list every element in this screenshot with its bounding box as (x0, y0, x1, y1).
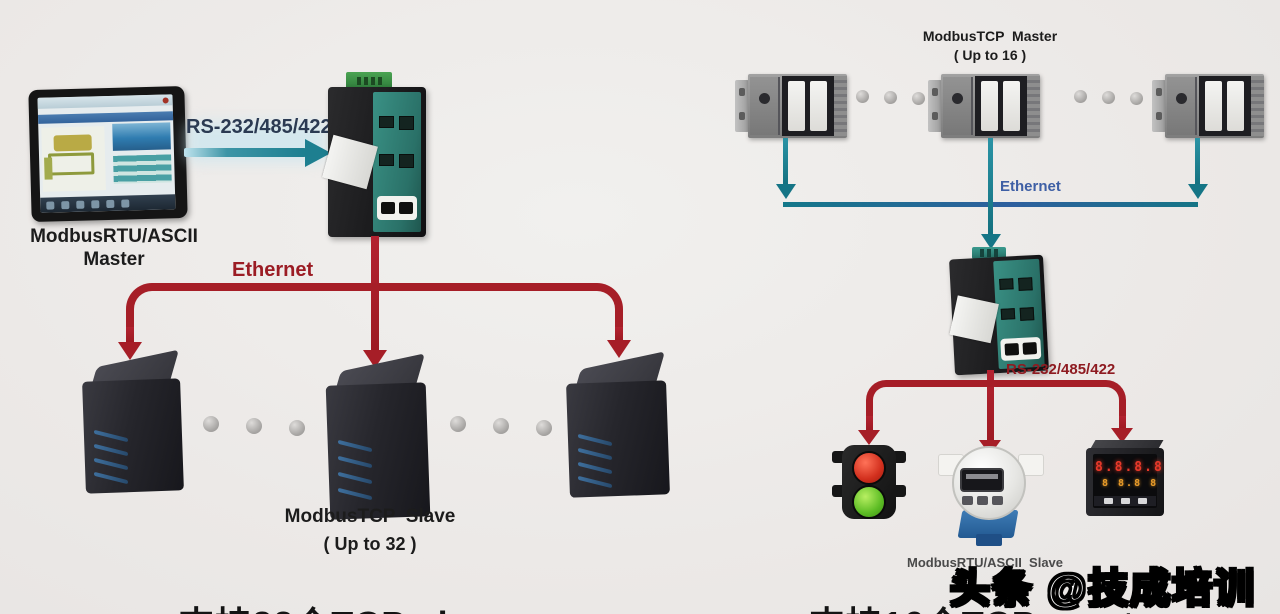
panel-meter: 8.8.8.8 8 8.8 8 (1086, 440, 1166, 520)
serial-port (379, 116, 394, 128)
slave-title-right: ModbusRTU/ASCII Slave (906, 555, 1064, 570)
hmi-tablet (28, 85, 188, 223)
caption-right: 支持16个TCP master (760, 596, 1220, 614)
red-line-vertical-center (371, 236, 379, 352)
panel-meter-buttons (1094, 496, 1156, 506)
ellipsis-dot (450, 416, 466, 432)
serial-arrow-shaft (184, 148, 306, 157)
ellipsis-dot (493, 418, 509, 434)
red-line-vertical-center-right (987, 370, 994, 444)
serial-port (999, 278, 1014, 290)
gateway-front-panel (373, 92, 421, 232)
ellipsis-dot (884, 91, 897, 104)
ellipsis-dot (856, 90, 869, 103)
transmitter-foot (976, 534, 1002, 546)
red-arrow-right (607, 340, 631, 358)
teal-line-left (783, 138, 788, 186)
gateway-label-sticker (949, 295, 999, 344)
serial-port (399, 116, 414, 130)
serial-port (1000, 308, 1016, 320)
modbus-gateway-left (322, 87, 426, 237)
teal-line-right (1195, 138, 1200, 186)
teal-arrow-right (1188, 184, 1208, 199)
gateway-label-sticker (322, 134, 378, 190)
hmi-screen (37, 94, 176, 213)
serial-link-label-right: RS-232/485/422 (1006, 361, 1116, 378)
hmi-device-label-line2: Master (83, 249, 145, 270)
serial-port (1019, 307, 1035, 321)
transmitter-display (960, 468, 1004, 492)
teal-arrow-center (981, 234, 1001, 249)
serial-port (1018, 277, 1033, 291)
teal-arrow-left (776, 184, 796, 199)
hmi-device-label-line1: ModbusRTU/ASCII (30, 226, 198, 247)
red-serial-bracket (866, 380, 1126, 418)
hmi-taskbar (40, 194, 176, 213)
red-ethernet-bracket (126, 283, 623, 329)
red-line-stub-right (615, 327, 623, 341)
server-tower-1 (82, 349, 184, 494)
plc-master-1 (735, 74, 847, 138)
red-lamp (852, 451, 886, 485)
watermark-text: 头条 @技成培训 (949, 566, 1257, 612)
ethernet-ports (377, 196, 417, 220)
caption-left: 支持32个TCP slave (110, 596, 580, 614)
hmi-titlebar (37, 94, 173, 109)
red-arrow-panel-meter (1111, 428, 1133, 443)
ellipsis-dot (1130, 92, 1143, 105)
plc-master-2 (928, 74, 1040, 138)
schematic-shape (53, 134, 92, 152)
red-line-stub-right-right (1119, 416, 1126, 430)
ellipsis-dot (1102, 91, 1115, 104)
ethernet-label-left: Ethernet (232, 259, 314, 281)
ethernet-label-right: Ethernet (1000, 178, 1061, 195)
transmitter-buttons (962, 496, 1003, 505)
gateway-terminal-block (346, 72, 392, 89)
slave-title-left: ModbusTCP Slave (284, 506, 456, 527)
flow-transmitter (938, 446, 1044, 548)
modbus-gateway-right (949, 254, 1049, 376)
ellipsis-dot (289, 420, 305, 436)
serial-port (379, 154, 394, 166)
panel-meter-display-row2: 8 8.8 8 (1102, 478, 1159, 489)
master-subtitle-right: ( Up to 16 ) (953, 47, 1027, 63)
green-lamp (852, 485, 886, 519)
ellipsis-dot (536, 420, 552, 436)
server-tower-3 (566, 351, 670, 498)
ellipsis-dot (1074, 90, 1087, 103)
ellipsis-dot (912, 92, 925, 105)
red-line-stub-left (126, 327, 134, 343)
ellipsis-dot (203, 416, 219, 432)
red-line-stub-left-right (866, 416, 873, 432)
slave-subtitle-left: ( Up to 32 ) (323, 534, 417, 554)
master-title-right: ModbusTCP Master (922, 28, 1058, 44)
plc-master-3 (1152, 74, 1264, 138)
serial-port (399, 154, 414, 168)
hmi-schematic (41, 126, 106, 192)
panel-meter-display-row1: 8.8.8.8 (1095, 460, 1164, 475)
gateway-front-panel (993, 258, 1045, 370)
hmi-video-panel (112, 122, 171, 151)
server-tower-2 (325, 353, 431, 520)
ellipsis-dot (246, 418, 262, 434)
serial-link-label: RS-232/485/422 (186, 116, 332, 138)
red-arrow-traffic-light (858, 430, 880, 445)
teal-line-center (988, 138, 993, 236)
ethernet-ports (1000, 336, 1042, 361)
red-arrow-left (118, 342, 142, 360)
schematic-shape (47, 152, 95, 176)
traffic-light (830, 441, 908, 523)
hmi-data-table (113, 154, 172, 184)
schematic-shape (44, 157, 53, 180)
